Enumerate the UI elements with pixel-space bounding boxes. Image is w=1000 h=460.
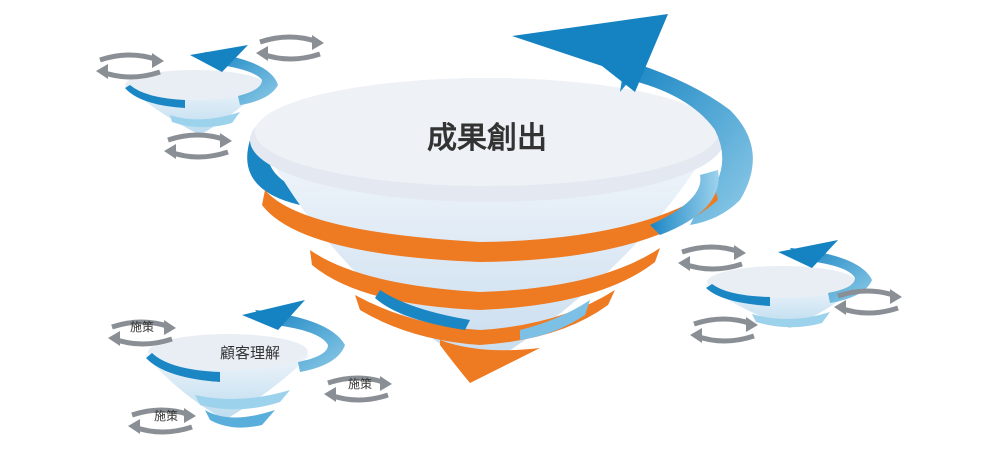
- curved-arrow-head: [512, 14, 668, 92]
- measure-label: 施策: [130, 320, 154, 334]
- cycle-arrow-icon: [256, 35, 324, 61]
- main-funnel: 成果創出: [247, 14, 753, 383]
- cycle-arrow-icon: [678, 245, 746, 271]
- measure-label: 施策: [348, 377, 372, 391]
- funnel-bottom-left: 顧客理解 施策 施策 施策: [108, 300, 392, 434]
- cycle-arrow-icon: [164, 133, 232, 159]
- curved-arrow-icon: [620, 60, 753, 225]
- measure-label: 施策: [154, 409, 178, 423]
- funnel-right: [678, 240, 902, 343]
- main-title: 成果創出: [427, 121, 547, 156]
- cycle-arrow-icon: [96, 53, 164, 79]
- customer-understanding-label: 顧客理解: [220, 344, 280, 362]
- cycle-arrow-icon: [690, 317, 758, 343]
- cycle-arrow-icon: [834, 289, 902, 315]
- funnel-top-left: [96, 35, 324, 159]
